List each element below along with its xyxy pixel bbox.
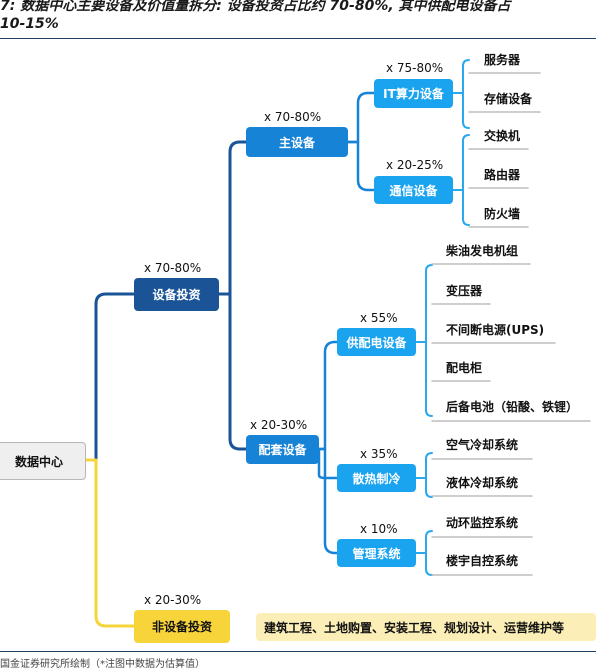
share-cooling: x 35%: [360, 447, 398, 461]
share-equipment-investment: x 70-80%: [144, 261, 202, 275]
node-main-equipment: 主设备: [246, 127, 348, 157]
connector-cooling-leaves: [415, 452, 433, 498]
connector-main-to-it: [346, 91, 376, 144]
node-communication-equipment: 通信设备: [374, 176, 453, 204]
share-power-supply-equipment: x 55%: [360, 311, 398, 325]
leaf-ups: 不间断电源(UPS): [446, 323, 545, 337]
leaf-switch: 交换机: [484, 129, 521, 143]
header-rule: [0, 38, 596, 39]
leaf-switchgear: 配电柜: [446, 361, 483, 375]
node-non-equipment-investment: 非设备投资: [134, 610, 230, 643]
share-it-compute-equipment: x 75-80%: [386, 61, 444, 75]
node-cooling: 散热制冷: [337, 464, 416, 492]
leaf-diesel-generator: 柴油发电机组: [446, 244, 519, 258]
node-equipment-investment: 设备投资: [134, 278, 219, 311]
connector-management-leaves: [415, 530, 433, 576]
footer-rule: [0, 651, 596, 652]
leaf-backup-battery: 后备电池（铅酸、铁锂）: [446, 400, 579, 414]
connector-power-leaves: [415, 264, 433, 417]
leaf-environment-monitoring: 动环监控系统: [446, 516, 519, 530]
non-equipment-detail-band: 建筑工程、土地购置、安装工程、规划设计、运营维护等: [256, 613, 596, 641]
root-node: 数据中心: [0, 442, 86, 480]
connector-comm-leaves: [452, 134, 470, 226]
share-communication-equipment: x 20-25%: [386, 158, 444, 172]
connector-it-leaves: [452, 59, 470, 129]
source-note: 国金证券研究所绘制（*注图中数据为估算值）: [0, 659, 205, 670]
leaf-liquid-cooling: 液体冷却系统: [446, 476, 519, 490]
connector-supporting-to-power: [317, 340, 339, 451]
leaf-server: 服务器: [484, 53, 521, 67]
connector-equipment-to-supporting: [217, 292, 248, 451]
leaf-firewall: 防火墙: [484, 207, 521, 221]
node-management-system: 管理系统: [337, 539, 416, 567]
connector-root-to-non-equipment: [84, 458, 136, 628]
figure-title-line2: 10-15%: [0, 16, 59, 32]
leaf-transformer: 变压器: [446, 284, 483, 298]
connector-supporting-to-management: [317, 447, 339, 555]
figure-title-line1: 7: 数据中心主要设备及价值量拆分: 设备投资占比约 70-80%, 其中供配电…: [0, 0, 511, 14]
node-supporting-equipment: 配套设备: [246, 435, 319, 464]
share-management-system: x 10%: [360, 522, 398, 536]
share-main-equipment: x 70-80%: [264, 110, 322, 124]
connector-equipment-to-main: [217, 140, 248, 296]
leaf-building-automation: 楼宇自控系统: [446, 554, 519, 568]
connector-main-to-comm: [346, 140, 376, 192]
share-supporting-equipment: x 20-30%: [250, 418, 308, 432]
leaf-storage: 存储设备: [484, 92, 533, 106]
connector-supporting-to-cooling: [317, 447, 339, 480]
leaf-air-cooling: 空气冷却系统: [446, 438, 519, 452]
leaf-router: 路由器: [484, 168, 521, 182]
share-non-equipment-investment: x 20-30%: [144, 593, 202, 607]
node-power-supply-equipment: 供配电设备: [337, 328, 416, 356]
node-it-compute-equipment: IT算力设备: [374, 79, 453, 108]
connector-root-to-equipment: [84, 292, 136, 462]
